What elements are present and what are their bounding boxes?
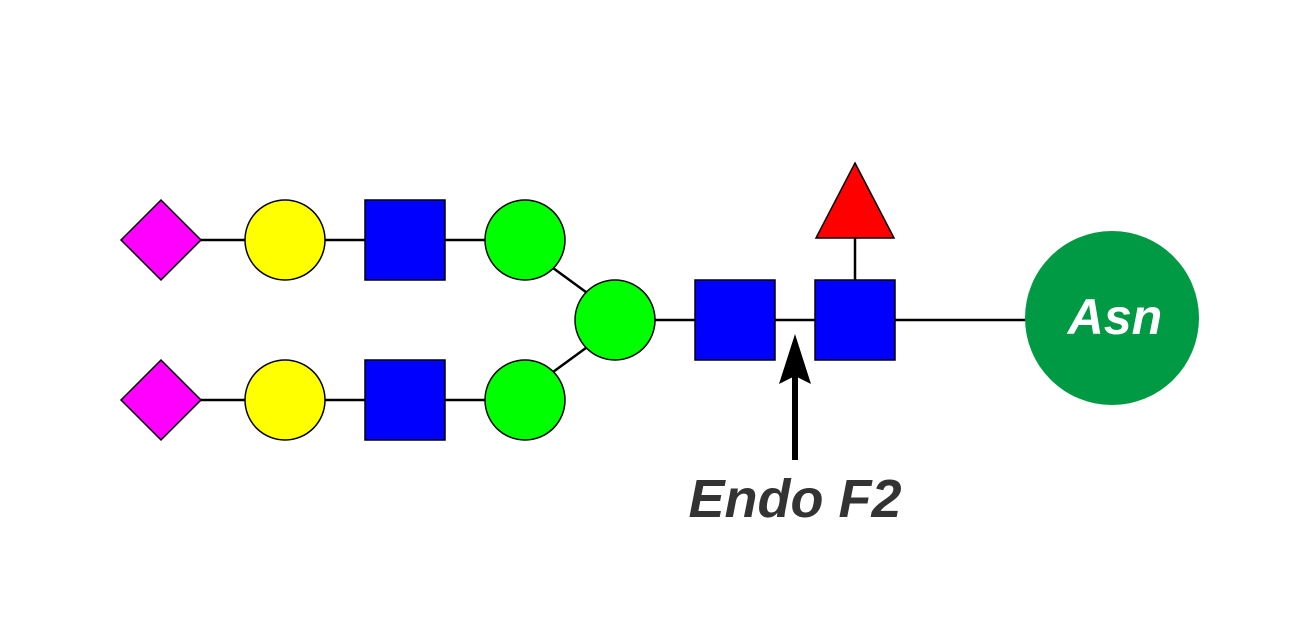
bond-lower-man-coreman [552, 343, 591, 374]
mannose-circle-icon [484, 359, 566, 441]
bond-upper-man-coreman [552, 266, 591, 297]
core-mannose-circle-icon [574, 279, 656, 361]
cleavage-arrow [779, 334, 811, 460]
sialic-acid-diamond-icon [119, 198, 203, 282]
enzyme-label: Endo F2 [689, 469, 902, 529]
fucose-triangle-icon [814, 161, 896, 239]
asn-label: Asn [1066, 289, 1162, 345]
core-glcnac-square-icon [694, 279, 776, 361]
glcnac-square-icon [364, 359, 446, 441]
upper-antenna [119, 198, 566, 282]
glcnac-square-icon [364, 199, 446, 281]
sialic-acid-diamond-icon [119, 358, 203, 442]
arrow-up-icon [779, 334, 811, 384]
asn-circle-icon [1025, 231, 1199, 405]
galactose-circle-icon [244, 359, 326, 441]
reducing-glcnac-square-icon [814, 279, 896, 361]
core [574, 161, 896, 361]
lower-antenna [119, 358, 566, 442]
mannose-circle-icon [484, 199, 566, 281]
galactose-circle-icon [244, 199, 326, 281]
bonds [200, 238, 1030, 402]
